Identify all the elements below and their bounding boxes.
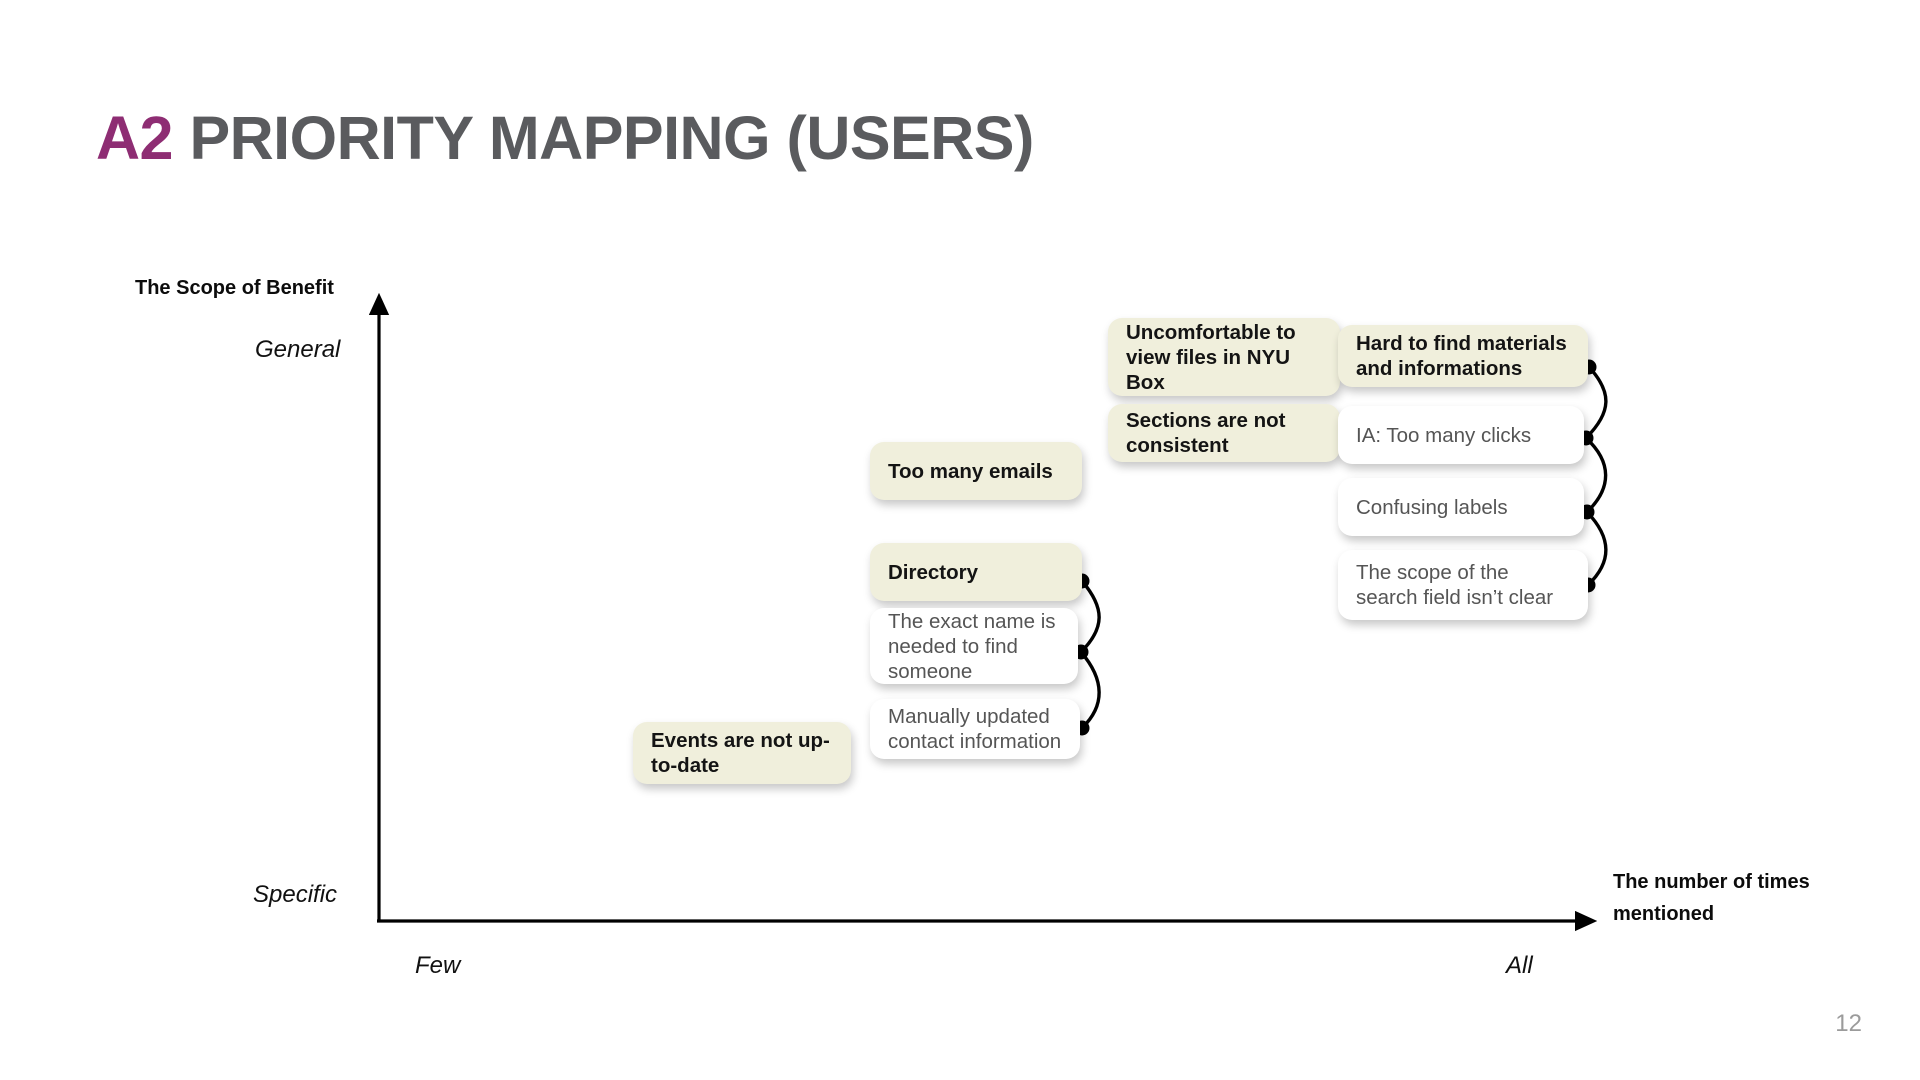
card-label: Manually updated contact information [888,705,1062,753]
page-title-text: PRIORITY MAPPING (USERS) [189,104,1034,172]
card-hard-to-find-materials[interactable]: Hard to find materials and informations [1338,325,1588,387]
x-axis-tick-all: All [1506,952,1533,979]
card-manually-updated-contact[interactable]: Manually updated contact information [870,699,1080,759]
card-confusing-labels[interactable]: Confusing labels [1338,478,1584,536]
card-label: The exact name is needed to find someone [888,609,1056,683]
y-axis-tick-general: General [255,336,341,363]
page-title: A2 PRIORITY MAPPING (USERS) [96,108,1034,169]
card-label: Hard to find materials and informations [1356,332,1567,380]
card-search-scope-unclear[interactable]: The scope of the search field isn’t clea… [1338,550,1588,620]
card-sections-not-consistent[interactable]: Sections are not consistent [1108,404,1340,462]
card-ia-too-many-clicks[interactable]: IA: Too many clicks [1338,406,1584,464]
y-axis-tick-specific: Specific [253,881,338,908]
connector-group-hard-to-find [1584,365,1608,587]
card-label: The scope of the search field isn’t clea… [1356,561,1554,609]
card-label: Events are not up-to-date [651,729,830,777]
x-axis-title: The number of times mentioned [1613,871,1810,925]
connector-group-directory [1079,579,1101,730]
x-axis-tick-few: Few [415,952,461,979]
card-directory[interactable]: Directory [870,543,1082,601]
card-label: Confusing labels [1356,495,1508,519]
y-axis-title: The Scope of Benefit [135,277,334,299]
card-uncomfortable-nyu-box[interactable]: Uncomfortable to view files in NYU Box [1108,318,1340,396]
card-label: Too many emails [888,459,1053,483]
card-events-not-up-to-date[interactable]: Events are not up-to-date [633,722,851,784]
page-title-tag: A2 [96,104,173,172]
card-label: Sections are not consistent [1126,409,1286,457]
card-exact-name-needed[interactable]: The exact name is needed to find someone [870,608,1078,684]
card-label: IA: Too many clicks [1356,423,1532,447]
card-label: Directory [888,560,979,584]
page-number: 12 [1835,1010,1862,1037]
card-too-many-emails[interactable]: Too many emails [870,442,1082,500]
card-label: Uncomfortable to view files in NYU Box [1126,320,1296,394]
